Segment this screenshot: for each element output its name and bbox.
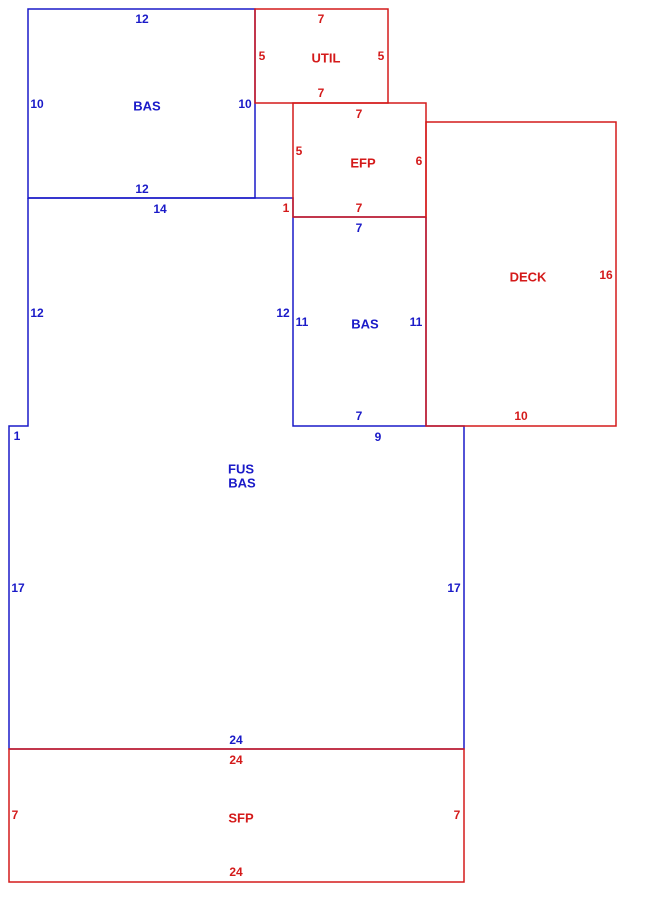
bas-mid-dim-top: 7 [356, 221, 363, 235]
util-dim-bottom: 7 [318, 86, 325, 100]
sfp-outline [8, 748, 465, 883]
bas-top-dim-top: 12 [135, 12, 149, 26]
bas-mid-dim-bottom: 7 [356, 409, 363, 423]
sfp-dim-right: 7 [454, 808, 461, 822]
efp-dim-right: 6 [416, 154, 423, 168]
bas-top-area-label: BAS [133, 99, 161, 114]
bas-top-dim-bottom: 12 [135, 182, 149, 196]
fus-dim-right: 17 [447, 581, 461, 595]
sfp-dim-left: 7 [12, 808, 19, 822]
fus-dim-left-upper: 12 [30, 306, 44, 320]
util-dim-left: 5 [259, 49, 266, 63]
deck-dim-right: 16 [599, 268, 613, 282]
deck-outline [425, 121, 617, 427]
fus-dim-notch: 1 [283, 201, 290, 215]
bas-top-dim-left: 10 [30, 97, 44, 111]
util-area-label: UTIL [312, 51, 341, 66]
bas-top-dim-right: 10 [238, 97, 252, 111]
sfp-dim-bottom: 24 [229, 865, 243, 879]
fus-dim-left: 17 [11, 581, 25, 595]
sfp-dim-top: 24 [229, 753, 243, 767]
efp-dim-bottom: 7 [356, 201, 363, 215]
deck-area-label: DECK [510, 270, 547, 285]
fus-dim-top: 14 [153, 202, 167, 216]
efp-dim-left: 5 [296, 144, 303, 158]
fus-dim-inner: 12 [276, 306, 290, 320]
bas-mid-dim-right: 11 [410, 315, 423, 329]
efp-area-label: EFP [350, 156, 376, 171]
util-dim-top: 7 [318, 12, 325, 26]
util-dim-right: 5 [378, 49, 385, 63]
fus-area-label: FUS [228, 462, 254, 477]
bas-mid-area-label: BAS [351, 317, 379, 332]
fus-dim-step-right: 9 [375, 430, 382, 444]
fus-dim-bottom: 24 [229, 733, 243, 747]
efp-dim-top: 7 [356, 107, 363, 121]
bas-mid-dim-left: 11 [296, 315, 309, 329]
fus-bas-area-label: BAS [228, 476, 256, 491]
deck-dim-bottom: 10 [514, 409, 528, 423]
sfp-area-label: SFP [228, 811, 254, 826]
fus-dim-step: 1 [14, 429, 21, 443]
